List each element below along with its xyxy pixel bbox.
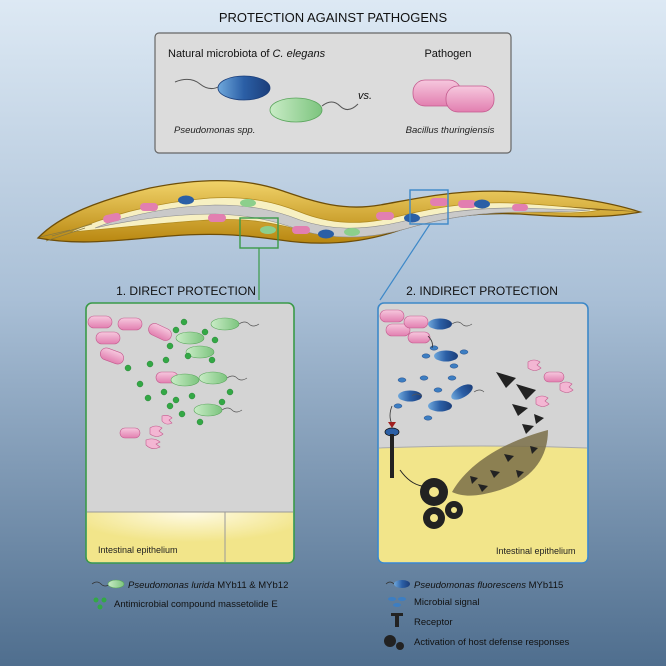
blue-bacterium-icon xyxy=(217,75,271,101)
blue-bacterium-icon xyxy=(394,580,410,588)
green-dots-icon xyxy=(93,597,107,610)
indirect-epithelium-label: Intestinal epithelium xyxy=(496,546,576,556)
green-bacterium-icon xyxy=(269,97,323,123)
pseudomonas-caption: Pseudomonas spp. xyxy=(174,125,255,136)
comparison-box: Natural microbiota of C. elegans Pathoge… xyxy=(154,32,512,154)
indirect-panel: Intestinal epithelium xyxy=(377,302,589,564)
gears-icon xyxy=(420,478,463,529)
microbiota-heading: Natural microbiota of C. elegans xyxy=(168,48,326,60)
legend-left: Pseudomonas lurida MYb11 & MYb12 Antimic… xyxy=(91,579,288,610)
versus-label: vs. xyxy=(358,90,372,102)
blue-signal-icon xyxy=(388,597,406,607)
direct-heading: 1. DIRECT PROTECTION xyxy=(116,284,256,298)
indirect-heading: 2. INDIRECT PROTECTION xyxy=(406,284,558,298)
legend-item-activation: Activation of host defense responses xyxy=(414,637,570,648)
figure-title: PROTECTION AGAINST PATHOGENS xyxy=(219,10,448,25)
legend-item-signal: Microbial signal xyxy=(414,597,479,608)
worm xyxy=(36,179,645,249)
bacillus-caption: Bacillus thuringiensis xyxy=(406,125,495,136)
flagellum-icon xyxy=(174,78,221,90)
legend-item-lurida: Pseudomonas lurida MYb11 & MYb12 xyxy=(128,580,288,591)
direct-panel: Intestinal epithelium xyxy=(85,302,295,564)
legend-item-fluorescens: Pseudomonas fluorescens MYb115 xyxy=(414,580,563,591)
flagellum-icon xyxy=(321,101,359,110)
legend-right: Pseudomonas fluorescens MYb115 Microbial… xyxy=(384,580,570,650)
legend-item-massetolide: Antimicrobial compound massetolide E xyxy=(114,599,278,610)
indirect-zoom-marker xyxy=(409,189,449,225)
legend-item-receptor: Receptor xyxy=(414,617,453,628)
pink-rod-icon xyxy=(445,85,495,113)
pathogen-heading: Pathogen xyxy=(424,48,471,60)
receptor-icon xyxy=(391,613,403,627)
direct-epithelium-label: Intestinal epithelium xyxy=(98,545,178,555)
gears-icon xyxy=(384,635,404,650)
receptor-stem xyxy=(390,434,394,478)
green-bacterium-icon xyxy=(107,579,125,589)
